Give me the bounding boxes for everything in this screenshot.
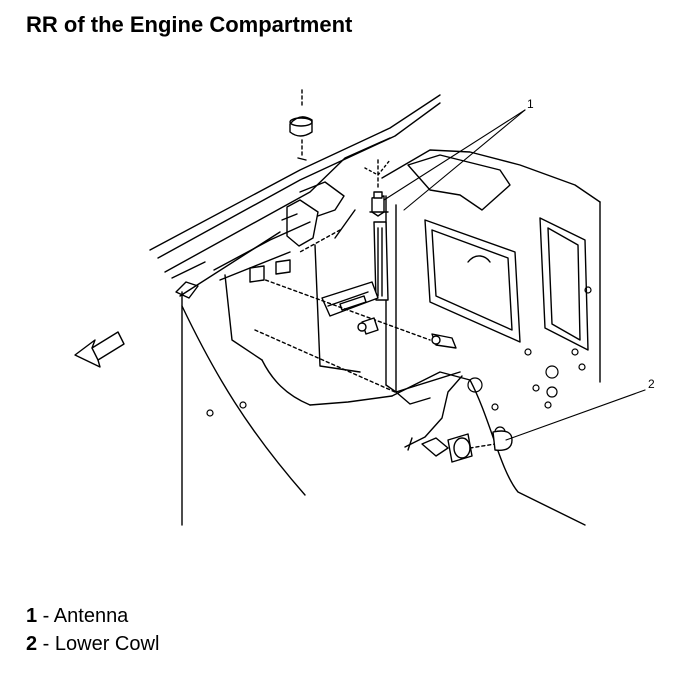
cowl-side-panel <box>381 149 601 405</box>
legend-item-antenna: 1 - Antenna <box>26 602 159 630</box>
legend-item-lower-cowl: 2 - Lower Cowl <box>26 630 159 658</box>
callout-number-1: 1 <box>527 97 534 111</box>
arrow-icon <box>74 331 125 368</box>
antenna-diagram: 1 2 <box>74 89 655 526</box>
grommet <box>289 89 313 161</box>
antenna <box>364 159 391 301</box>
legend-separator: - <box>37 605 54 627</box>
page-title: RR of the Engine Compartment <box>26 12 353 37</box>
leader-lines <box>383 109 646 441</box>
hood-edge <box>149 94 441 299</box>
callout-number-2: 2 <box>648 377 655 391</box>
legend-label: Antenna <box>53 605 129 627</box>
legend-separator: - <box>37 633 55 655</box>
legend-label: Lower Cowl <box>54 633 160 655</box>
cowl-panel <box>213 181 345 281</box>
callout-legend: 1 - Antenna 2 - Lower Cowl <box>26 602 159 658</box>
lower-cowl-connector <box>421 430 513 463</box>
legend-number: 2 <box>26 633 38 655</box>
panel-holes <box>206 286 592 438</box>
antenna-bracket <box>249 209 457 393</box>
legend-number: 1 <box>26 605 38 627</box>
